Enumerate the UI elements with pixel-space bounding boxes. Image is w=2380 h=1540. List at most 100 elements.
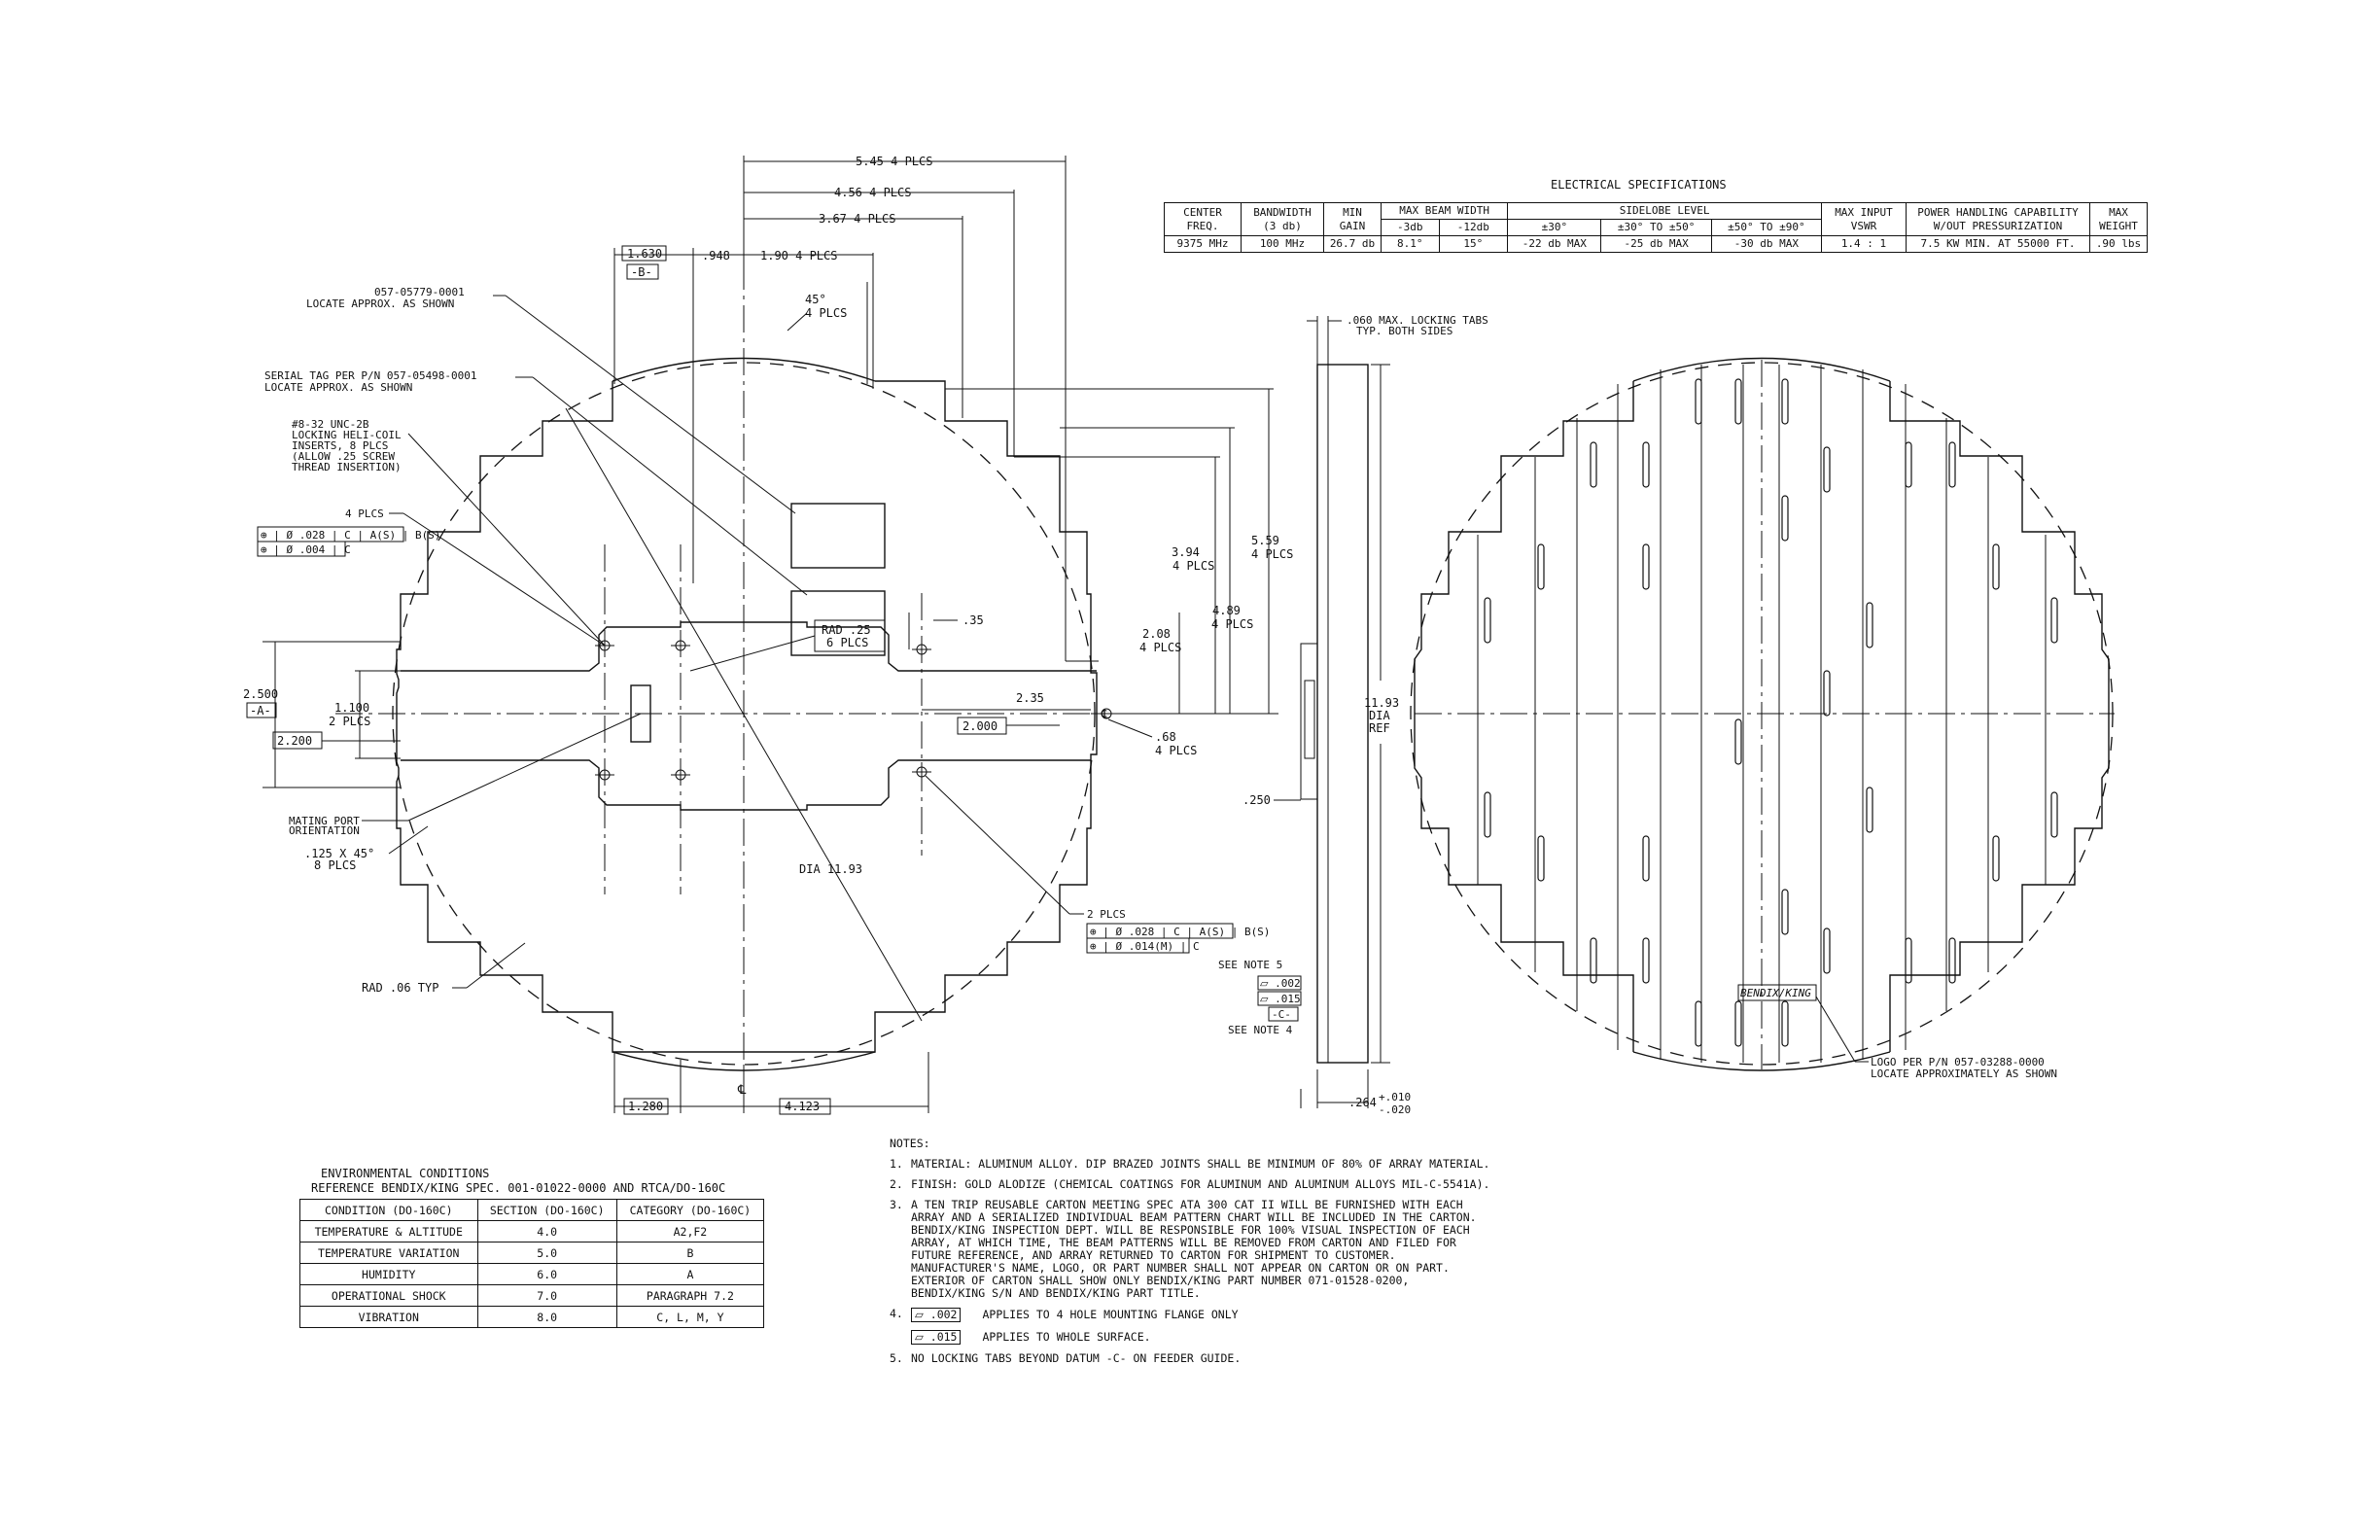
dim-1-100-plcs: 2 PLCS — [329, 715, 370, 728]
dim-3-94: 3.94 — [1172, 545, 1200, 559]
env-cell: 5.0 — [476, 1242, 617, 1264]
back-view — [1410, 357, 2115, 1071]
dim-2-200: 2.200 — [277, 734, 312, 748]
env-cell: PARAGRAPH 7.2 — [615, 1284, 765, 1307]
datum-c: -C- — [1272, 1008, 1291, 1021]
hdr-sl-30-50: ±30° TO ±50° — [1600, 219, 1712, 236]
front-view — [335, 262, 1157, 1071]
note-text: APPLIES TO WHOLE SURFACE. — [982, 1330, 1151, 1344]
hdr-min-gain: MIN GAIN — [1323, 202, 1382, 236]
callout-mating-2: ORIENTATION — [289, 824, 360, 837]
env-cell: B — [615, 1242, 765, 1264]
callout-insert-3: INSERTS, 8 PLCS — [292, 439, 388, 452]
callout-2-plcs: 2 PLCS — [1087, 908, 1126, 921]
dim-2-35: 2.35 — [1016, 691, 1044, 705]
dim-side-dia-2: DIA — [1369, 709, 1390, 722]
callout-serial-2: LOCATE APPROX. AS SHOWN — [264, 381, 412, 394]
logo-tag: BENDIX/KING — [1740, 987, 1811, 999]
note-1: 1. MATERIAL: ALUMINUM ALLOY. DIP BRAZED … — [890, 1158, 1628, 1171]
electrical-specs-table: CENTER FREQ. BANDWIDTH (3 db) MIN GAIN M… — [1164, 202, 2148, 253]
dim-tol-minus: -.020 — [1379, 1103, 1411, 1116]
env-cell: 7.0 — [476, 1284, 617, 1307]
fcf-1a: ⊕ | Ø .028 | C | A(S) | B(S) — [261, 529, 440, 542]
table-row: HUMIDITY 6.0 A — [299, 1263, 765, 1285]
hdr-sl-30: ±30° — [1507, 219, 1602, 236]
val-beam-3db: 8.1° — [1381, 235, 1440, 253]
flatness-symbol: ⏥ .002 — [911, 1308, 962, 1322]
val-sl-30: -22 db MAX — [1507, 235, 1602, 253]
dim-1-280: 1.280 — [628, 1100, 663, 1113]
hdr-bandwidth: BANDWIDTH (3 db) — [1241, 202, 1324, 236]
note-4b: ⏥ .015 APPLIES TO WHOLE SURFACE. — [890, 1330, 1628, 1345]
callout-chamfer-1: .125 X 45° — [304, 847, 374, 860]
hdr-weight: MAX WEIGHT — [2089, 202, 2148, 236]
flatness-symbol: ⏥ .015 — [911, 1330, 962, 1345]
val-center-freq: 9375 MHz — [1164, 235, 1242, 253]
dim-68: .68 — [1155, 730, 1176, 744]
note-2: 2. FINISH: GOLD ALODIZE (CHEMICAL COATIN… — [890, 1178, 1628, 1191]
dim-1-100: 1.100 — [334, 701, 369, 715]
env-cell: 4.0 — [476, 1220, 617, 1242]
hdr-sl-50-90: ±50° TO ±90° — [1710, 219, 1823, 236]
callout-insert-4: (ALLOW .25 SCREW — [292, 450, 395, 463]
env-hdr-condition: CONDITION (DO-160C) — [299, 1199, 478, 1221]
env-cell: 6.0 — [476, 1263, 617, 1285]
hdr-beam-3db: -3db — [1381, 219, 1440, 236]
dim-060-1: .060 MAX. LOCKING TABS — [1347, 314, 1488, 327]
dim-2-500: 2.500 — [243, 687, 278, 701]
callout-part-2: LOCATE APPROX. AS SHOWN — [306, 298, 454, 310]
side-view — [1300, 316, 1390, 1108]
env-hdr-category: CATEGORY (DO-160C) — [615, 1199, 765, 1221]
table-row: TEMPERATURE & ALTITUDE 4.0 A2,F2 — [299, 1220, 765, 1242]
env-cell: HUMIDITY — [299, 1263, 478, 1285]
fcf-2a: ⊕ | Ø .028 | C | A(S) | B(S) — [1090, 926, 1270, 938]
flat-002: ⏥ .002 — [1260, 977, 1301, 990]
val-vswr: 1.4 : 1 — [1821, 235, 1907, 253]
callout-4-plcs: 4 PLCS — [345, 508, 384, 520]
hdr-power: POWER HANDLING CAPABILITY W/OUT PRESSURI… — [1906, 202, 2090, 236]
table-row: OPERATIONAL SHOCK 7.0 PARAGRAPH 7.2 — [299, 1284, 765, 1307]
front-view-plate-outline — [396, 381, 681, 1053]
dim-side-dia-1: 11.93 — [1364, 696, 1399, 710]
feed-rows — [1477, 365, 2047, 1063]
table-row: TEMPERATURE VARIATION 5.0 B — [299, 1242, 765, 1264]
dim-3-94-plcs: 4 PLCS — [1172, 559, 1214, 573]
part-tag-rect — [790, 503, 886, 569]
dim-1-90: 1.90 4 PLCS — [760, 249, 837, 262]
dim-3-67: 3.67 4 PLCS — [819, 212, 895, 226]
dim-4-89-plcs: 4 PLCS — [1211, 617, 1253, 631]
note-number: 2. — [890, 1177, 903, 1191]
table-row: VIBRATION 8.0 C, L, M, Y — [299, 1306, 765, 1328]
callout-logo-2: LOCATE APPROXIMATELY AS SHOWN — [1871, 1068, 2057, 1080]
val-power: 7.5 KW MIN. AT 55000 FT. — [1906, 235, 2090, 253]
callout-rad-25: RAD .25 — [822, 623, 871, 637]
environmental-table: CONDITION (DO-160C) SECTION (DO-160C) CA… — [299, 1199, 765, 1328]
val-weight: .90 lbs — [2089, 235, 2148, 253]
hdr-max-beam-width: MAX BEAM WIDTH — [1380, 202, 1509, 220]
dim-2-08: 2.08 — [1142, 627, 1171, 641]
note-number: 4. — [890, 1307, 903, 1320]
note-text: MATERIAL: ALUMINUM ALLOY. DIP BRAZED JOI… — [911, 1157, 1490, 1171]
feeder-cross-outline — [401, 621, 1097, 672]
env-cell: 8.0 — [476, 1306, 617, 1328]
hdr-sidelobe-level: SIDELOBE LEVEL — [1507, 202, 1822, 220]
env-cell: A2,F2 — [615, 1220, 765, 1242]
dim-264: .264 — [1348, 1096, 1377, 1109]
callout-insert-1: #8-32 UNC-2B — [292, 418, 369, 431]
note-text: A TEN TRIP REUSABLE CARTON MEETING SPEC … — [911, 1198, 1477, 1300]
fcf-2b: ⊕ | Ø .014(M) | C — [1090, 940, 1200, 953]
env-cell: TEMPERATURE VARIATION — [299, 1242, 478, 1264]
dim-4-56: 4.56 4 PLCS — [834, 186, 911, 199]
callout-chamfer-2: 8 PLCS — [314, 858, 356, 872]
dim-tol-plus: +.010 — [1379, 1091, 1411, 1103]
top-dimension-lines — [613, 156, 1067, 661]
dim-5-45: 5.45 4 PLCS — [856, 155, 932, 168]
val-sl-30-50: -25 db MAX — [1600, 235, 1712, 253]
dim-1-630: 1.630 — [627, 247, 662, 261]
dim-45-deg: 45° — [805, 293, 826, 306]
centerline-right: ℄ — [1101, 708, 1110, 722]
hdr-vswr: MAX INPUT VSWR — [1821, 202, 1907, 236]
env-cell: VIBRATION — [299, 1306, 478, 1328]
env-cell: OPERATIONAL SHOCK — [299, 1284, 478, 1307]
